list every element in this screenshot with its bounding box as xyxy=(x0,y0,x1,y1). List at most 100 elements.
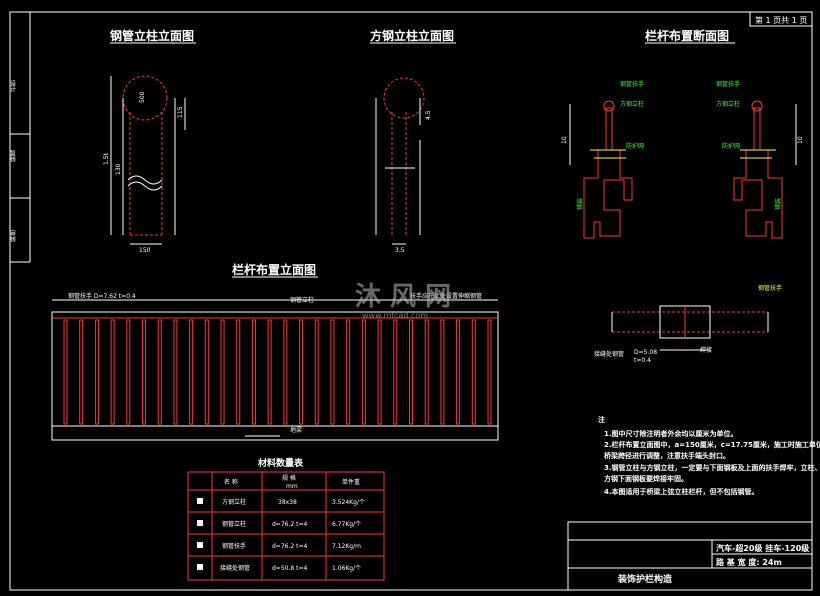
railing-post xyxy=(299,319,304,425)
railing-post xyxy=(471,319,476,425)
section-dim-right: 10 xyxy=(797,136,804,144)
railing-post xyxy=(267,319,272,425)
steel-tube-dim-1: 500 xyxy=(139,91,146,103)
railing-post xyxy=(94,319,99,425)
note-line-1: 1.图中尺寸除注明者外余均以厘米为单位。 xyxy=(604,429,738,438)
square-tube-dim-2: 3.5 xyxy=(395,247,405,254)
elevation-bottom-label: 地梁 xyxy=(290,426,302,434)
joint-weld-label: 焊接 xyxy=(700,346,712,354)
steel-tube-dim-2: 1.5t xyxy=(103,152,110,165)
elevation-top-note: 扶手应在此处设置伸缩钢管 xyxy=(410,292,482,300)
material-table-title: 材料数量表 xyxy=(257,457,304,469)
railing-post xyxy=(283,319,288,425)
railing-post xyxy=(204,319,209,425)
svg-text:d=76.2 t=4: d=76.2 t=4 xyxy=(272,543,307,550)
table-row: 方钢立柱 38x38 3.524Kg/个 xyxy=(197,498,365,506)
table-header-name: 名 称 xyxy=(224,478,238,486)
section-dim-left: 10 xyxy=(561,136,568,144)
railing-post xyxy=(251,319,256,425)
svg-text:1.06Kg/个: 1.06Kg/个 xyxy=(332,565,361,572)
note-line-3: 桥梁跨径进行调整，注意扶手端头封口。 xyxy=(604,451,730,460)
square-tube-dim-1: 4.5 xyxy=(425,110,432,120)
railing-section-title: 栏杆布置断面图 xyxy=(645,28,729,43)
railing-post xyxy=(408,319,413,425)
railing-post xyxy=(314,319,319,425)
svg-text:方钢立柱: 方钢立柱 xyxy=(222,498,246,506)
steel-tube-dim-4: 115 xyxy=(177,106,184,118)
railing-post xyxy=(110,319,115,425)
railing-post xyxy=(393,319,398,425)
railing-post xyxy=(173,319,178,425)
railing-post xyxy=(142,319,147,425)
railing-post xyxy=(424,319,429,425)
joint-pipe-spec-2: t=0.4 xyxy=(634,357,651,364)
joint-left-callout: 接缝处钢管 xyxy=(594,350,624,358)
svg-text:3.524Kg/个: 3.524Kg/个 xyxy=(332,499,365,506)
railing-elevation-drawing xyxy=(51,299,499,441)
side-label-design: 设计 xyxy=(9,79,16,93)
section-right-callout-1: 钢管扶手 xyxy=(716,80,740,88)
svg-text:d=76.2 t=4: d=76.2 t=4 xyxy=(272,521,307,528)
railing-post xyxy=(330,319,335,425)
table-row: 接缝处钢管 d=50.8 t=4 1.06Kg/个 xyxy=(197,564,361,572)
title-block-road-width: 路 基 宽 度: 24m xyxy=(716,557,782,567)
elevation-mid-callout: 钢管立柱 xyxy=(290,296,314,304)
railing-post xyxy=(189,319,194,425)
notes-heading: 注 xyxy=(598,415,605,424)
table-header-weight: 单件重 xyxy=(342,478,360,486)
railing-post xyxy=(456,319,461,425)
railing-post xyxy=(220,319,225,425)
section-left-callout-3: 防护网 xyxy=(626,142,644,150)
joint-detail-drawing xyxy=(611,305,769,351)
title-block-load-class: 汽车-超20级 挂车-120级 xyxy=(716,543,810,553)
svg-text:钢管立柱: 钢管立柱 xyxy=(222,520,246,528)
railing-post xyxy=(361,319,366,425)
square-tube-column-drawing xyxy=(375,77,425,245)
sheet-label: 第 1 页共 1 页 xyxy=(755,15,807,25)
section-right-callout-2: 方钢立柱 xyxy=(716,100,740,108)
material-table xyxy=(187,471,385,581)
title-block-drawing-name: 装饰护栏构造 xyxy=(617,573,673,585)
note-line-4: 3.钢管立柱与方钢立柱，一定要与下面钢板及上面的扶手焊牢，立柱、 xyxy=(604,463,820,472)
steel-tube-dim-3: 130 xyxy=(115,163,122,175)
note-line-2: 2.栏杆布置立面图中，a=150厘米，c=17.75厘米，施工时施工单位可视实际 xyxy=(604,440,820,449)
svg-text:7.12Kg/m: 7.12Kg/m xyxy=(332,543,361,550)
railing-post xyxy=(79,319,84,425)
note-line-6: 4.本图适用于桥梁上弦立柱栏杆，但不包括钢管。 xyxy=(604,487,759,496)
elevation-left-callout: 钢管扶手 D=7.62 t=0.4 xyxy=(68,292,136,300)
table-header-unit: mm xyxy=(286,483,298,490)
watermark-brand: 沐 风 网 xyxy=(355,282,451,312)
steel-tube-dim-5: 150 xyxy=(139,247,151,254)
railing-post xyxy=(157,319,162,425)
watermark-url: www.mfcad.com xyxy=(362,311,428,320)
joint-top-callout: 钢管扶手 xyxy=(758,284,782,292)
svg-text:38x38: 38x38 xyxy=(278,499,297,506)
section-left-callout-2: 方钢立柱 xyxy=(620,100,644,108)
side-label-check: 复核 xyxy=(9,149,16,163)
section-right-callout-3: 防护网 xyxy=(722,142,740,150)
steel-tube-column-drawing xyxy=(110,75,186,245)
section-bottom-label-right: 铺装 xyxy=(774,198,782,210)
railing-post xyxy=(236,319,241,425)
steel-tube-elevation-title: 钢管立柱立面图 xyxy=(110,28,194,43)
svg-text:接缝处钢管: 接缝处钢管 xyxy=(220,564,250,572)
railing-post xyxy=(440,319,445,425)
railing-post xyxy=(377,319,382,425)
railing-post xyxy=(126,319,131,425)
section-left-callout-1: 钢管扶手 xyxy=(620,80,644,88)
section-bottom-label-left: 铺装 xyxy=(576,198,584,210)
railing-post xyxy=(487,319,492,425)
table-row: 钢管扶手 d=76.2 t=4 7.12Kg/m xyxy=(197,542,361,550)
railing-section-left xyxy=(569,100,633,239)
note-line-5: 方钢下面钢板要焊接牢固。 xyxy=(604,474,688,483)
side-label-review: 审核 xyxy=(9,229,16,243)
svg-text:d=50.8 t=4: d=50.8 t=4 xyxy=(272,565,307,572)
square-tube-elevation-title: 方钢立柱立面图 xyxy=(370,28,454,43)
sheet-label-box xyxy=(749,11,813,27)
joint-pipe-spec-1: D=5.08 xyxy=(634,349,657,356)
svg-text:钢管扶手: 钢管扶手 xyxy=(222,542,246,550)
table-header-spec: 规 格 xyxy=(282,474,296,482)
railing-post xyxy=(63,319,68,425)
drawing-frame xyxy=(9,11,813,591)
